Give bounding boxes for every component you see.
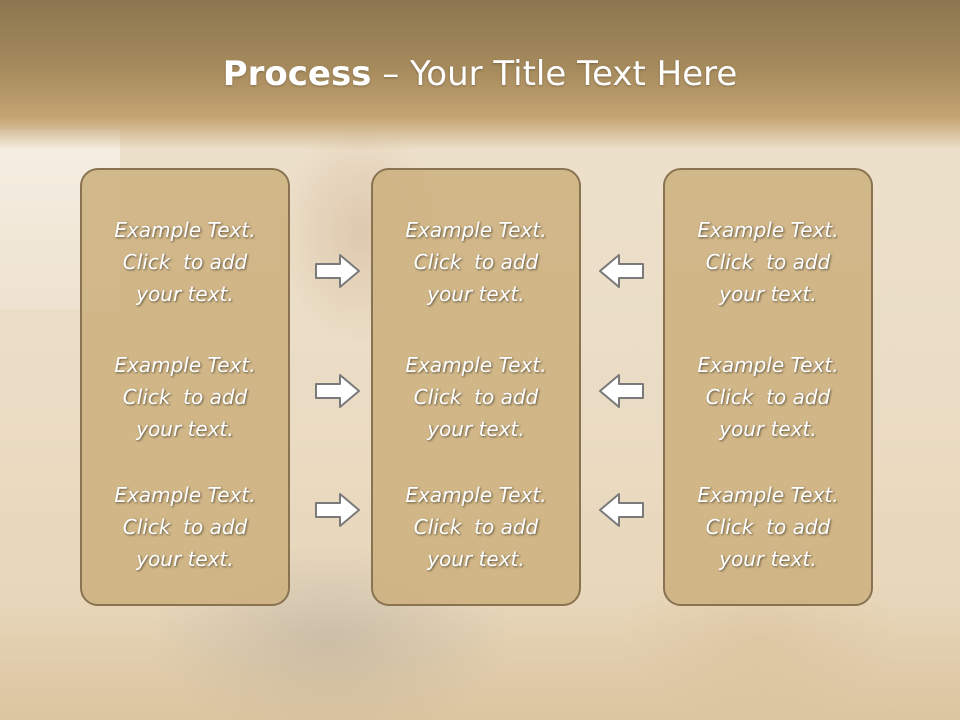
- text-placeholder[interactable]: Example Text. Click to add your text.: [665, 479, 871, 575]
- text-placeholder[interactable]: Example Text. Click to add your text.: [665, 349, 871, 445]
- text-line: Example Text.: [697, 483, 839, 507]
- text-placeholder[interactable]: Example Text. Click to add your text.: [373, 349, 579, 445]
- text-line: Example Text.: [405, 218, 547, 242]
- text-line: your text.: [136, 547, 234, 571]
- left-arrow-icon: [599, 254, 644, 288]
- left-arrow-icon: [599, 493, 644, 527]
- text-line: Click to add: [122, 250, 248, 274]
- text-line: Click to add: [705, 385, 831, 409]
- text-line: Example Text.: [114, 483, 256, 507]
- text-placeholder[interactable]: Example Text. Click to add your text.: [373, 479, 579, 575]
- text-line: Example Text.: [114, 218, 256, 242]
- text-placeholder[interactable]: Example Text. Click to add your text.: [82, 214, 288, 310]
- text-line: Example Text.: [697, 353, 839, 377]
- text-panel-right[interactable]: Example Text. Click to add your text. Ex…: [663, 168, 873, 606]
- text-placeholder[interactable]: Example Text. Click to add your text.: [373, 214, 579, 310]
- text-placeholder[interactable]: Example Text. Click to add your text.: [82, 349, 288, 445]
- slide-title[interactable]: Process – Your Title Text Here: [0, 52, 960, 96]
- title-rest: – Your Title Text Here: [371, 54, 738, 94]
- title-band: [0, 0, 960, 150]
- text-line: your text.: [427, 282, 525, 306]
- right-arrow-icon: [315, 374, 360, 408]
- text-placeholder[interactable]: Example Text. Click to add your text.: [665, 214, 871, 310]
- text-line: Click to add: [413, 515, 539, 539]
- text-placeholder[interactable]: Example Text. Click to add your text.: [82, 479, 288, 575]
- text-panel-left[interactable]: Example Text. Click to add your text. Ex…: [80, 168, 290, 606]
- text-line: Example Text.: [405, 483, 547, 507]
- text-line: Click to add: [122, 385, 248, 409]
- text-line: Click to add: [705, 515, 831, 539]
- text-line: Example Text.: [405, 353, 547, 377]
- right-arrow-icon: [315, 493, 360, 527]
- text-line: your text.: [427, 417, 525, 441]
- text-line: Click to add: [413, 250, 539, 274]
- text-line: your text.: [136, 282, 234, 306]
- right-arrow-icon: [315, 254, 360, 288]
- text-line: Click to add: [122, 515, 248, 539]
- background-photo-floor: [0, 600, 960, 720]
- text-panel-center[interactable]: Example Text. Click to add your text. Ex…: [371, 168, 581, 606]
- text-line: your text.: [719, 417, 817, 441]
- text-line: Example Text.: [697, 218, 839, 242]
- text-line: your text.: [136, 417, 234, 441]
- text-line: Click to add: [705, 250, 831, 274]
- text-line: your text.: [427, 547, 525, 571]
- text-line: your text.: [719, 547, 817, 571]
- text-line: Click to add: [413, 385, 539, 409]
- left-arrow-icon: [599, 374, 644, 408]
- title-bold: Process: [222, 54, 372, 94]
- text-line: your text.: [719, 282, 817, 306]
- text-line: Example Text.: [114, 353, 256, 377]
